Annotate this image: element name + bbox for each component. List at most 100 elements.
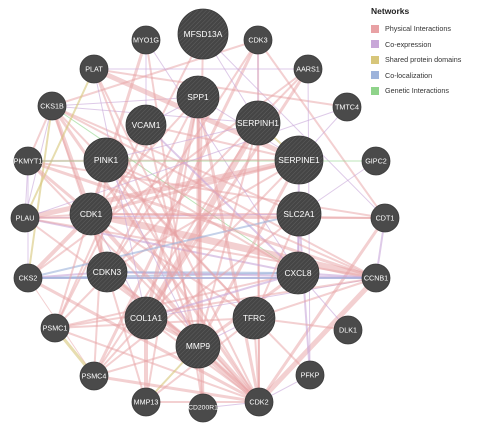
edge-psmc4-cdk2[interactable] — [92, 374, 261, 404]
node-circle[interactable] — [40, 313, 70, 343]
node-circle[interactable] — [295, 360, 325, 390]
node-circle[interactable] — [131, 25, 161, 55]
node-mfsd13a[interactable]: MFSD13A — [177, 8, 229, 60]
node-circle[interactable] — [370, 203, 400, 233]
node-circle[interactable] — [79, 54, 109, 84]
node-circle[interactable] — [83, 137, 129, 183]
edge-cks1b-cdk3[interactable] — [51, 39, 259, 107]
edge-vcam1-serpine1[interactable] — [145, 124, 300, 161]
node-ccnb1[interactable]: CCNB1 — [361, 263, 391, 293]
edge-cdk2-pkmyt1[interactable] — [27, 160, 260, 403]
node-cdk1[interactable]: CDK1 — [69, 192, 113, 236]
edge-cdk1-cdk2[interactable] — [89, 212, 261, 404]
node-circle[interactable] — [274, 135, 324, 185]
node-circle[interactable] — [69, 192, 113, 236]
node-cdkn3[interactable]: CDKN3 — [86, 251, 128, 293]
node-cxcl8[interactable]: CXCL8 — [276, 251, 320, 295]
node-cdk3[interactable]: CDK3 — [243, 25, 273, 55]
node-circle[interactable] — [175, 323, 221, 369]
node-gipc2[interactable]: GIPC2 — [361, 146, 391, 176]
node-circle[interactable] — [243, 25, 273, 55]
node-pfkp[interactable]: PFKP — [295, 360, 325, 390]
legend-item-coexpression[interactable]: Co-expression — [371, 37, 487, 53]
edge-cxcl8-pink1[interactable] — [105, 159, 299, 274]
edge-pink1-mmp9[interactable] — [105, 159, 199, 347]
node-circle[interactable] — [177, 8, 229, 60]
edge-mfsd13a-cdt1[interactable] — [202, 33, 386, 219]
edge-cdkn3-mmp13[interactable] — [106, 271, 147, 403]
node-circle[interactable] — [13, 146, 43, 176]
node-serpine1[interactable]: SERPINE1 — [274, 135, 324, 185]
node-tfrc[interactable]: TFRC — [232, 296, 276, 340]
edge-cdk3-psmc4[interactable] — [92, 38, 260, 378]
legend-item-shared-domains[interactable]: Shared protein domains — [371, 52, 487, 68]
node-circle[interactable] — [176, 75, 220, 119]
node-psmc1[interactable]: PSMC1 — [40, 313, 70, 343]
edge-vcam1-mmp9[interactable] — [145, 124, 199, 347]
edge-ccnb1-pkmyt1[interactable] — [26, 159, 378, 280]
edge-cdk2-ccnb1[interactable] — [256, 275, 379, 405]
node-pkmyt1[interactable]: PKMYT1 — [13, 146, 43, 176]
edge-pink1-cdk2[interactable] — [105, 159, 260, 403]
node-circle[interactable] — [276, 191, 322, 237]
edge-ccnb1-pink1[interactable] — [105, 159, 377, 279]
node-circle[interactable] — [333, 315, 363, 345]
edge-slc2a1-pfkp[interactable] — [298, 213, 311, 376]
node-slc2a1[interactable]: SLC2A1 — [276, 191, 322, 237]
node-col1a1[interactable]: COL1A1 — [124, 296, 168, 340]
node-circle[interactable] — [10, 203, 40, 233]
node-circle[interactable] — [188, 393, 218, 423]
node-plat[interactable]: PLAT — [79, 54, 109, 84]
node-cdt1[interactable]: CDT1 — [370, 203, 400, 233]
node-tmtc4[interactable]: TMTC4 — [332, 92, 362, 122]
edge-tfrc-pink1[interactable] — [105, 159, 255, 319]
node-circle[interactable] — [79, 361, 109, 391]
node-circle[interactable] — [361, 146, 391, 176]
edge-cdk3-cdt1[interactable] — [257, 39, 386, 219]
edge-plat-plau[interactable] — [24, 68, 95, 219]
node-vcam1[interactable]: VCAM1 — [125, 104, 167, 146]
legend-item-genetic[interactable]: Genetic Interactions — [371, 83, 487, 99]
node-aars1[interactable]: AARS1 — [293, 54, 323, 84]
node-cks2[interactable]: CKS2 — [13, 263, 43, 293]
edge-cdk2-cdt1[interactable] — [257, 216, 387, 404]
node-circle[interactable] — [332, 92, 362, 122]
edge-serpinh1-psmc4[interactable] — [93, 122, 259, 377]
node-circle[interactable] — [125, 104, 167, 146]
node-dlk1[interactable]: DLK1 — [333, 315, 363, 345]
edge-psmc1-ccnb1[interactable] — [54, 277, 377, 329]
edge-spp1-mmp13[interactable] — [145, 96, 199, 403]
node-circle[interactable] — [37, 91, 67, 121]
node-mmp9[interactable]: MMP9 — [175, 323, 221, 369]
legend-item-physical[interactable]: Physical Interactions — [371, 21, 487, 37]
edge-cdkn3-cxcl8[interactable] — [106, 271, 299, 274]
edge-cdk2-psmc1[interactable] — [54, 327, 260, 403]
edge-plat-tmtc4[interactable] — [93, 68, 348, 108]
edge-cdk1-spp1[interactable] — [90, 96, 199, 215]
node-circle[interactable] — [86, 251, 128, 293]
node-plau[interactable]: PLAU — [10, 203, 40, 233]
node-myo1g[interactable]: MYO1G — [131, 25, 161, 55]
node-circle[interactable] — [293, 54, 323, 84]
edge-cks2-cdk2[interactable] — [26, 276, 261, 404]
node-circle[interactable] — [276, 251, 320, 295]
node-circle[interactable] — [244, 387, 274, 417]
node-circle[interactable] — [235, 100, 281, 146]
node-circle[interactable] — [361, 263, 391, 293]
node-circle[interactable] — [131, 387, 161, 417]
node-cdk2[interactable]: CDK2 — [244, 387, 274, 417]
edge-pink1-psmc1[interactable] — [54, 159, 107, 329]
node-circle[interactable] — [232, 296, 276, 340]
node-cd200r1[interactable]: CD200R1 — [188, 393, 218, 423]
edge-cdk2-spp1[interactable] — [196, 95, 261, 404]
node-circle[interactable] — [124, 296, 168, 340]
node-circle[interactable] — [13, 263, 43, 293]
node-spp1[interactable]: SPP1 — [176, 75, 220, 119]
edge-cks1b-cks2[interactable] — [27, 105, 53, 279]
edge-cdk2-serpinh1[interactable] — [257, 122, 260, 403]
edge-cxcl8-psmc1[interactable] — [54, 272, 299, 329]
node-mmp13[interactable]: MMP13 — [131, 387, 161, 417]
node-cks1b[interactable]: CKS1B — [37, 91, 67, 121]
node-psmc4[interactable]: PSMC4 — [79, 361, 109, 391]
node-pink1[interactable]: PINK1 — [83, 137, 129, 183]
